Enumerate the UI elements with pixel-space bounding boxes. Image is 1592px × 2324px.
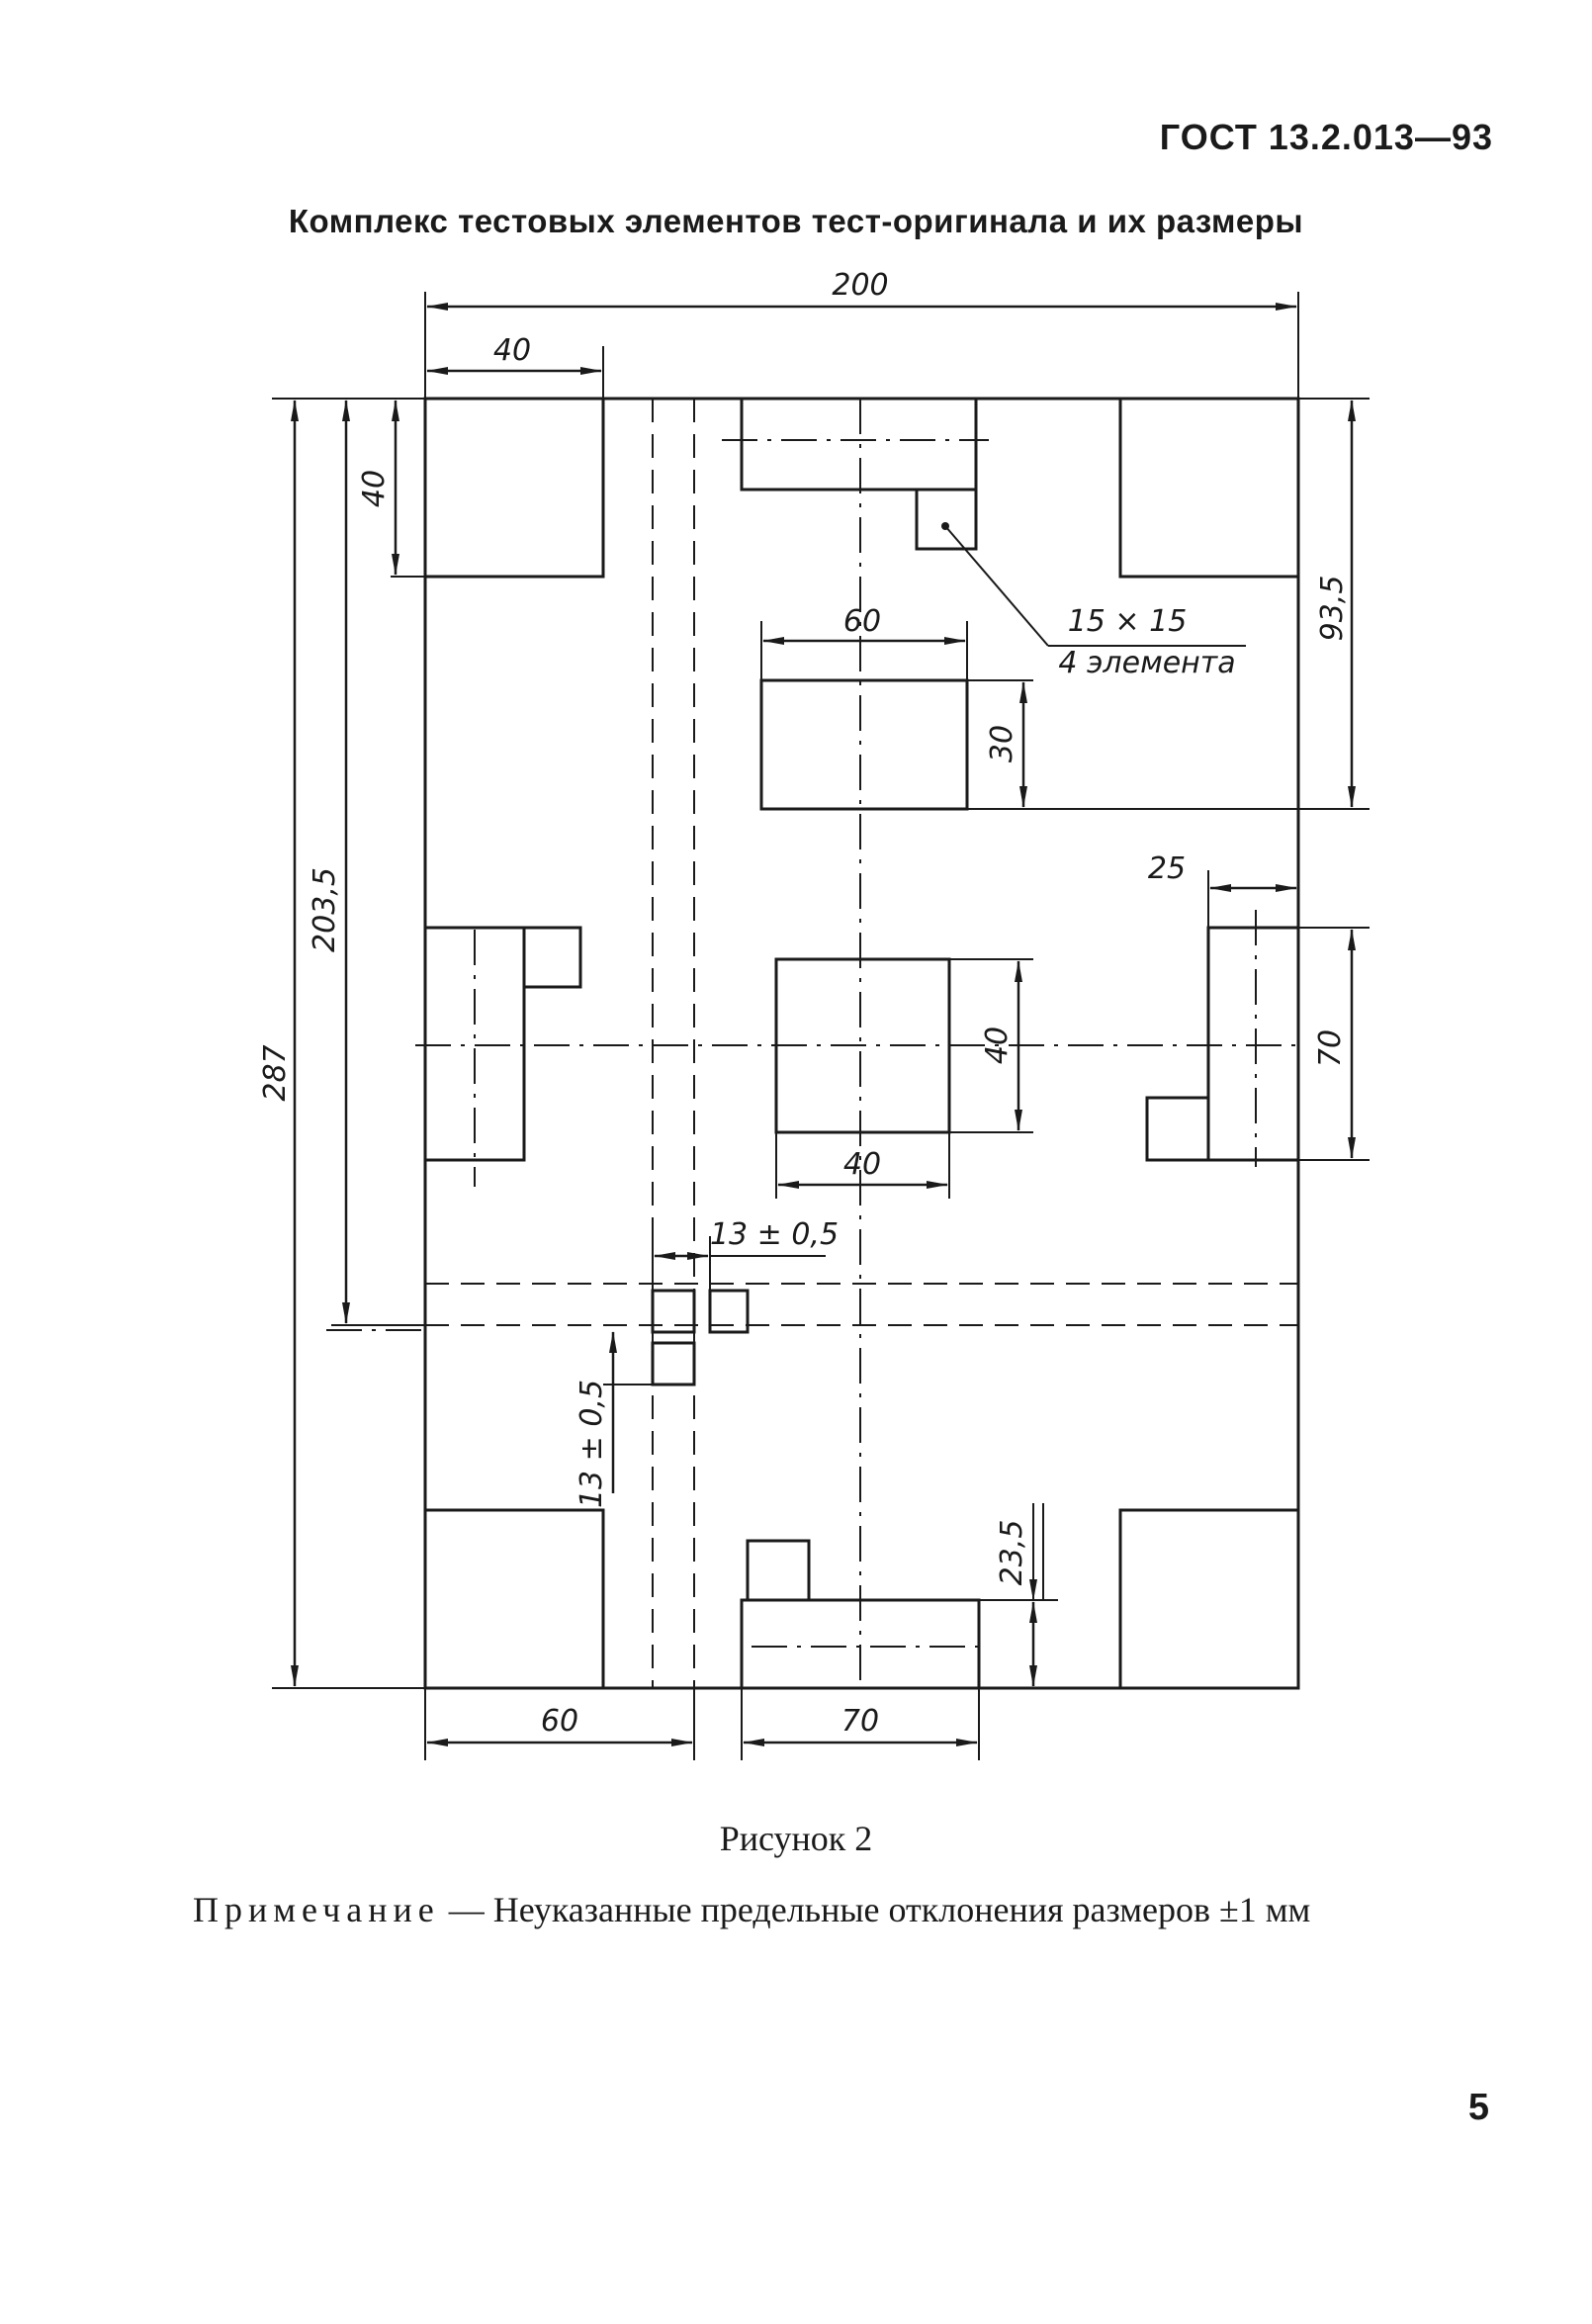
dim-40-left: 40 xyxy=(357,470,392,507)
dim-13-v: 13 ± 0,5 xyxy=(575,1380,609,1508)
small-square-right xyxy=(1145,1096,1210,1162)
left-middle-block xyxy=(423,926,526,1162)
dim-60-bottom: 60 xyxy=(541,1704,578,1739)
page-number: 5 xyxy=(1467,2087,1489,2128)
block-60x30 xyxy=(759,678,969,811)
right-middle-block xyxy=(1206,926,1300,1162)
dim-15x15: 15 × 15 xyxy=(1068,604,1188,639)
figure-caption: Рисунок 2 xyxy=(719,1819,873,1858)
note: Примечание — Неуказанные предельные откл… xyxy=(193,1889,1310,1930)
dim-23-5: 23,5 xyxy=(995,1520,1029,1586)
document-header: ГОСТ 13.2.013—93 xyxy=(1159,117,1493,157)
top-center-block xyxy=(740,397,978,492)
dim-70-right: 70 xyxy=(1313,1029,1348,1067)
small-square-left xyxy=(522,926,582,989)
figure-title: Комплекс тестовых элементов тест-оригина… xyxy=(288,203,1304,239)
note-dash: — xyxy=(439,1890,493,1929)
corner-square-bottom-right xyxy=(1118,1508,1300,1690)
dim-93-5: 93,5 xyxy=(1315,576,1350,642)
dim-25: 25 xyxy=(1148,851,1186,886)
dim-4-elements: 4 элемента xyxy=(1058,646,1235,680)
dim-40-center-v: 40 xyxy=(980,1027,1015,1064)
dim-203-5: 203,5 xyxy=(308,867,342,952)
note-text: Неуказанные предельные отклонения размер… xyxy=(492,1890,1311,1929)
small-square-top xyxy=(915,488,978,551)
small-square-bottom xyxy=(746,1539,811,1602)
dim-287: 287 xyxy=(258,1044,293,1101)
corner-square-bottom-left xyxy=(423,1508,605,1690)
leader-15x15 xyxy=(944,525,1049,647)
dim-200: 200 xyxy=(832,268,888,303)
dim-40-top: 40 xyxy=(493,333,531,368)
corner-square-top-left xyxy=(423,397,605,579)
dim-30: 30 xyxy=(985,725,1019,762)
dim-40-center-h: 40 xyxy=(843,1147,881,1182)
corner-square-top-right xyxy=(1118,397,1300,579)
cross-square-3 xyxy=(651,1341,696,1386)
dim-13-h: 13 ± 0,5 xyxy=(710,1217,839,1252)
dim-70-bottom: 70 xyxy=(841,1704,879,1739)
test-original-frame xyxy=(423,397,1300,1690)
cross-square-2 xyxy=(708,1289,750,1334)
dim-60-top: 60 xyxy=(843,604,881,639)
note-label: Примечание xyxy=(193,1890,440,1929)
